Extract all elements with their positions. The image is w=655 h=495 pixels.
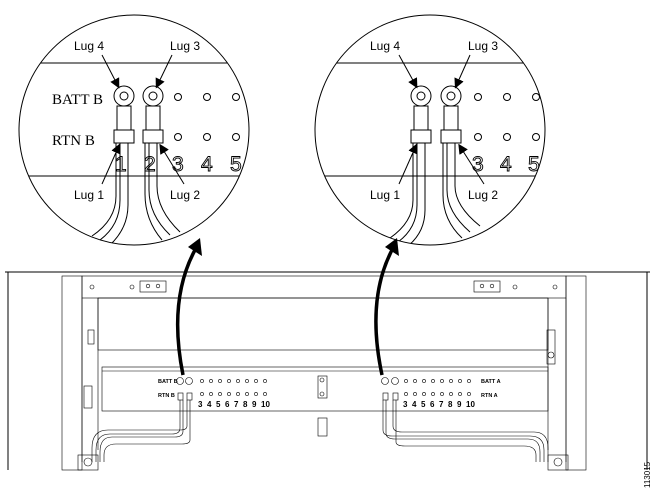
panel-left-terminal-number: 4 (207, 400, 212, 409)
right-magnify-arrowhead (385, 238, 399, 256)
panel-left-terminal-number: 10 (261, 400, 270, 409)
right-magnify-arrow (374, 249, 394, 376)
left-terminal-4: 4 (201, 153, 213, 176)
equipment-rack (5, 271, 650, 471)
left-terminal-2: 2 (144, 153, 156, 176)
panel-right-terminal-number: 6 (430, 400, 435, 409)
panel-left-batt-label: BATT B (158, 379, 178, 385)
left-terminal-5: 5 (230, 153, 242, 176)
left-batt-label: BATT B (52, 92, 103, 108)
right-lug4-label: Lug 4 (370, 39, 400, 53)
right-terminal-5: 5 (528, 153, 540, 176)
left-terminal-3: 3 (172, 153, 184, 176)
right-panel-dots (404, 379, 471, 396)
panel-left-terminal-number: 5 (216, 400, 221, 409)
panel-left-terminal-number: 7 (234, 400, 239, 409)
left-panel-dots (200, 379, 267, 396)
right-terminal-4: 4 (500, 153, 512, 176)
left-terminal-1: 1 (115, 153, 127, 176)
left-lug4-label: Lug 4 (74, 39, 104, 53)
figure-id: 113015 (643, 461, 652, 488)
right-lug3-label: Lug 3 (468, 39, 498, 53)
panel-left-rtn-label: RTN B (158, 393, 175, 399)
left-lug1-label: Lug 1 (74, 188, 104, 202)
panel-right-terminal-number: 8 (448, 400, 453, 409)
panel-right-terminal-number: 10 (466, 400, 475, 409)
panel-right-terminal-number: 9 (457, 400, 462, 409)
panel-right-terminal-number: 7 (439, 400, 444, 409)
right-lug2-label: Lug 2 (468, 188, 498, 202)
left-detail-circle: BATT B RTN B 1 2 3 4 5 Lug 4 Lug 3 Lug 1… (18, 14, 250, 246)
right-terminal-3: 3 (472, 153, 484, 176)
panel-right-terminal-number: 3 (403, 400, 408, 409)
left-magnify-arrowhead (188, 238, 202, 256)
right-lug1-label: Lug 1 (370, 188, 400, 202)
panel-left-terminal-number: 9 (252, 400, 257, 409)
left-rtn-label: RTN B (52, 133, 95, 149)
left-lug2-label: Lug 2 (170, 188, 200, 202)
panel-right-terminal-number: 5 (421, 400, 426, 409)
left-lug3-label: Lug 3 (170, 39, 200, 53)
panel-right-terminal-number: 4 (412, 400, 417, 409)
right-detail-circle: 3 4 5 Lug 4 Lug 3 Lug 1 Lug 2 (314, 14, 546, 246)
panel-left-terminal-number: 3 (198, 400, 203, 409)
left-magnify-arrow (175, 249, 197, 376)
panel-left-terminal-number: 6 (225, 400, 230, 409)
panel-right-batt-label: BATT A (481, 379, 501, 385)
panel-left-terminal-number: 8 (243, 400, 248, 409)
panel-right-rtn-label: RTN A (481, 393, 498, 399)
